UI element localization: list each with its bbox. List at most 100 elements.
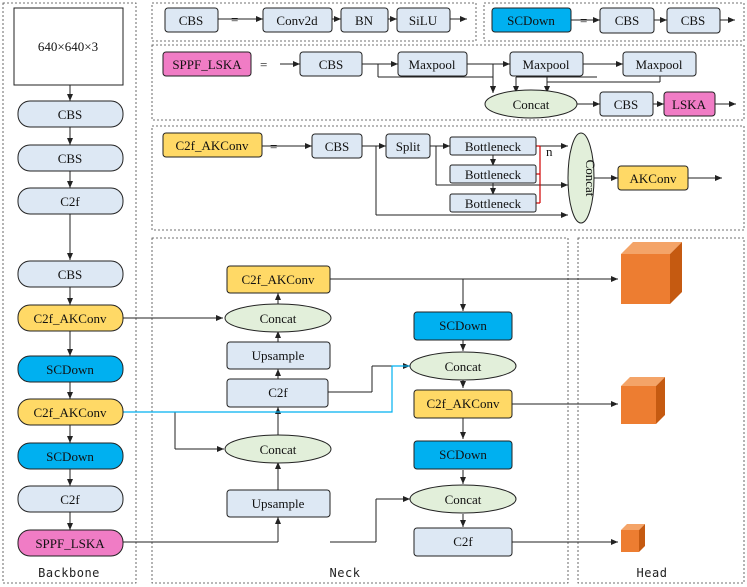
svg-text:C2f: C2f <box>60 194 80 209</box>
svg-text:SCDown: SCDown <box>46 449 94 464</box>
neck-concat-4[interactable]: Concat <box>409 484 517 514</box>
svg-text:SCDown: SCDown <box>46 362 94 377</box>
def-silu: SiLU <box>396 7 451 33</box>
svg-text:Conv2d: Conv2d <box>276 13 318 28</box>
neck-concat-2[interactable]: Concat <box>224 434 332 464</box>
def-sppf-concat: Concat <box>484 89 578 119</box>
svg-text:Split: Split <box>396 139 421 154</box>
svg-text:BN: BN <box>355 13 374 28</box>
def-sppf-eq: = <box>260 57 267 72</box>
backbone-label: Backbone <box>38 566 100 580</box>
neck-scdown-2[interactable]: SCDown <box>413 440 513 470</box>
svg-text:AKConv: AKConv <box>630 171 677 186</box>
backbone-c2f-1[interactable]: C2f <box>17 187 124 215</box>
neck-concat-1[interactable]: Concat <box>224 303 332 333</box>
neck-upsample-1[interactable]: Upsample <box>226 341 331 370</box>
def-split: Split <box>385 133 431 159</box>
svg-text:SiLU: SiLU <box>409 13 438 28</box>
def-bottleneck-1: Bottleneck <box>449 136 537 156</box>
def-maxpool-1: Maxpool <box>397 51 468 77</box>
backbone-cbs-1[interactable]: CBS <box>17 100 124 128</box>
def-cbs-title: CBS <box>164 7 219 33</box>
def-maxpool-2: Maxpool <box>509 51 584 77</box>
neck-frame <box>151 237 569 584</box>
cbs-def-frame <box>151 2 477 42</box>
svg-text:Concat: Concat <box>260 311 297 326</box>
def-conv2d: Conv2d <box>262 7 333 33</box>
neck-c2f-akconv-top[interactable]: C2f_AKConv <box>226 265 331 294</box>
svg-text:SPPF_LSKA: SPPF_LSKA <box>172 57 242 72</box>
cyan-skip-line <box>123 365 410 413</box>
def-bottleneck-2: Bottleneck <box>449 164 537 184</box>
def-c2f-cbs: CBS <box>311 133 363 159</box>
backbone-c2f-akconv-1[interactable]: C2f_AKConv <box>17 304 124 332</box>
def-lska: LSKA <box>663 91 716 117</box>
svg-text:Concat: Concat <box>583 160 598 197</box>
head-cube-small <box>621 524 645 552</box>
backbone-scdown-1[interactable]: SCDown <box>17 355 124 383</box>
svg-text:Upsample: Upsample <box>252 348 305 363</box>
neck-c2f-2[interactable]: C2f <box>413 527 513 557</box>
svg-text:Bottleneck: Bottleneck <box>465 167 522 182</box>
svg-text:CBS: CBS <box>58 107 83 122</box>
svg-text:SCDown: SCDown <box>439 447 487 462</box>
head-cube-large <box>621 242 682 304</box>
svg-text:C2f: C2f <box>268 385 288 400</box>
svg-text:C2f_AKConv: C2f_AKConv <box>34 405 107 420</box>
svg-text:CBS: CBS <box>58 267 83 282</box>
def-sppf-cbs-2: CBS <box>599 91 654 117</box>
svg-text:C2f_AKConv: C2f_AKConv <box>427 396 500 411</box>
def-c2f-concat-vertical: Concat <box>567 132 598 224</box>
svg-text:CBS: CBS <box>325 139 350 154</box>
svg-text:CBS: CBS <box>681 13 706 28</box>
svg-text:Bottleneck: Bottleneck <box>465 196 522 211</box>
neck-scdown-1[interactable]: SCDown <box>413 311 513 341</box>
backbone-c2f-akconv-2[interactable]: C2f_AKConv <box>17 398 124 426</box>
neck-c2f-akconv-mid[interactable]: C2f_AKConv <box>413 389 513 419</box>
svg-text:Concat: Concat <box>445 359 482 374</box>
def-scdown-title: SCDown <box>491 7 572 33</box>
head-cube-medium <box>621 377 665 424</box>
svg-text:C2f_AKConv: C2f_AKConv <box>176 138 249 153</box>
scdown-def-frame <box>483 2 745 42</box>
neck-concat-3[interactable]: Concat <box>409 351 517 381</box>
def-bottleneck-3: Bottleneck <box>449 193 537 213</box>
svg-text:CBS: CBS <box>319 57 344 72</box>
svg-text:CBS: CBS <box>614 97 639 112</box>
svg-text:CBS: CBS <box>58 151 83 166</box>
def-sppf-title: SPPF_LSKA <box>162 51 252 77</box>
svg-text:Concat: Concat <box>445 492 482 507</box>
def-sppf-cbs: CBS <box>299 51 363 77</box>
svg-text:640×640×3: 640×640×3 <box>38 39 98 54</box>
svg-text:Upsample: Upsample <box>252 496 305 511</box>
svg-text:SPPF_LSKA: SPPF_LSKA <box>35 536 105 551</box>
def-scdown-eq: = <box>580 13 587 28</box>
neck-c2f-1[interactable]: C2f <box>226 378 329 408</box>
backbone-scdown-2[interactable]: SCDown <box>17 442 124 470</box>
def-akconv: AKConv <box>617 165 689 191</box>
backbone-c2f-2[interactable]: C2f <box>17 485 124 513</box>
svg-text:Concat: Concat <box>513 97 550 112</box>
backbone-input: 640×640×3 <box>13 7 124 86</box>
def-cbs-eq: = <box>231 12 238 27</box>
svg-text:CBS: CBS <box>179 13 204 28</box>
def-c2f-akconv-title: C2f_AKConv <box>162 132 263 158</box>
sppf-def-frame <box>151 44 745 121</box>
svg-text:Maxpool: Maxpool <box>409 57 456 72</box>
svg-text:C2f_AKConv: C2f_AKConv <box>242 272 315 287</box>
svg-text:CBS: CBS <box>615 13 640 28</box>
svg-text:SCDown: SCDown <box>439 318 487 333</box>
backbone-sppf-lska[interactable]: SPPF_LSKA <box>17 529 124 557</box>
svg-text:Bottleneck: Bottleneck <box>465 139 522 154</box>
c2f-akconv-def-frame <box>151 125 745 231</box>
backbone-cbs-3[interactable]: CBS <box>17 260 124 288</box>
red-lines <box>536 145 541 204</box>
def-bn: BN <box>340 7 389 33</box>
neck-upsample-2[interactable]: Upsample <box>226 489 331 518</box>
backbone-cbs-2[interactable]: CBS <box>17 144 124 172</box>
svg-text:C2f: C2f <box>453 534 473 549</box>
connections <box>67 16 736 545</box>
